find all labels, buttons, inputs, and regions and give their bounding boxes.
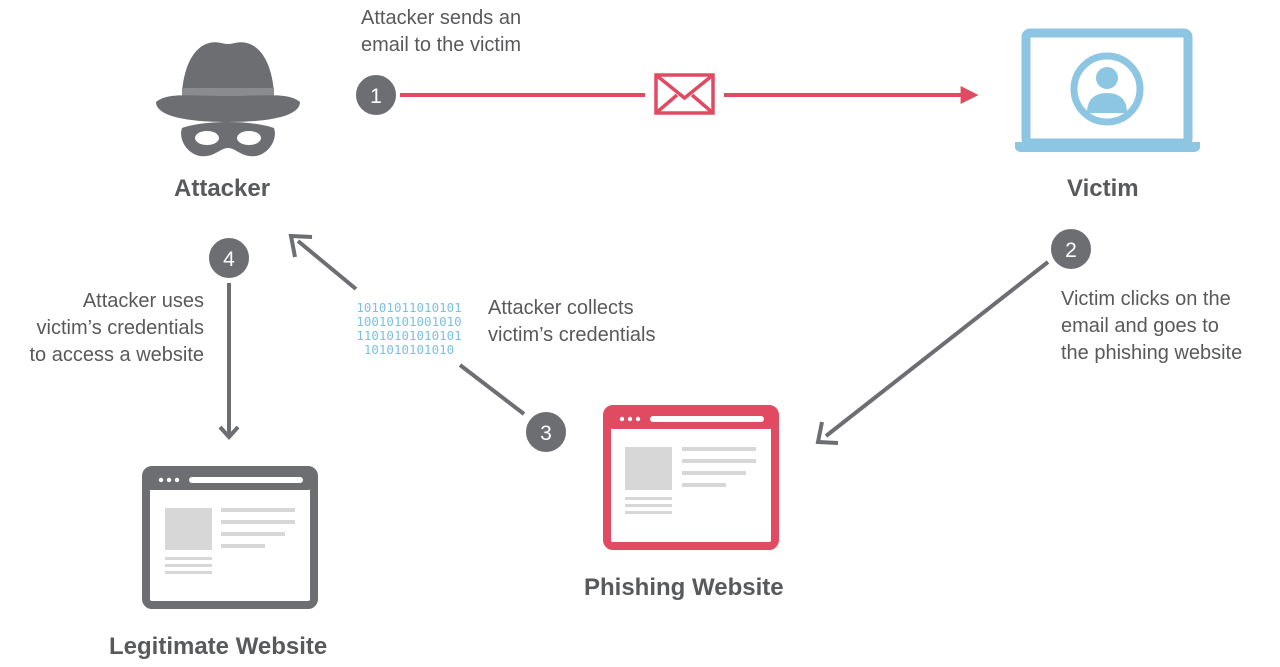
- phishing-website-title: Phishing Website: [584, 574, 784, 601]
- phishing-browser-icon: [603, 405, 779, 550]
- step-1-line: Attacker sends an: [361, 7, 522, 29]
- step-3-line: Attacker collects: [488, 297, 634, 319]
- hat-and-mask-icon: [156, 42, 300, 157]
- step-4-badge: 4: [207, 236, 251, 280]
- arrow-victim-to-phishing-head: [815, 421, 839, 445]
- step-4-line: Attacker uses: [82, 290, 204, 312]
- arrow-attacker-to-legitimate-head: [218, 425, 240, 440]
- step-3-number: 3: [540, 422, 552, 445]
- step-2-description: Victim clicks on the email and goes to t…: [1061, 286, 1242, 367]
- arrow-phishing-to-binary: [458, 363, 526, 416]
- binary-line: 10101011010101: [356, 300, 462, 315]
- step-1-badge: 1: [354, 73, 398, 117]
- step-4-description: Attacker uses victim’s credentials to ac…: [29, 288, 204, 369]
- arrow-binary-to-attacker-head: [288, 233, 313, 258]
- step-3-line: victim’s credentials: [488, 324, 656, 346]
- arrow-victim-to-phishing: [824, 260, 1050, 438]
- step-2-line: the phishing website: [1061, 342, 1243, 364]
- attacker-title: Attacker: [174, 175, 271, 202]
- legitimate-browser-icon: [142, 466, 318, 609]
- step-2-badge: 2: [1049, 227, 1093, 271]
- laptop-user-icon: [1015, 28, 1200, 152]
- arrow-binary-to-attacker: [296, 239, 358, 291]
- step-3-description: Attacker collects victim’s credentials: [488, 295, 655, 349]
- envelope-icon: [654, 73, 715, 115]
- victim-title: Victim: [1067, 175, 1139, 202]
- step-4-line: victim’s credentials: [36, 317, 204, 339]
- step-1-description: Attacker sends an email to the victim: [361, 5, 521, 59]
- legitimate-website-title: Legitimate Website: [109, 633, 328, 660]
- step-1-number: 1: [370, 85, 382, 108]
- binary-line: 101010101010: [363, 342, 455, 357]
- step-2-line: email and goes to: [1061, 315, 1219, 337]
- binary-line: 10010101001010: [356, 314, 462, 329]
- step-3-badge: 3: [524, 410, 568, 454]
- step-1-line: email to the victim: [361, 34, 522, 56]
- step-4-line: to access a website: [29, 344, 204, 366]
- step-2-line: Victim clicks on the: [1061, 288, 1231, 310]
- binary-credentials: 10101011010101 10010101001010 1101010101…: [346, 301, 472, 357]
- binary-line: 11010101010101: [356, 328, 462, 343]
- step-2-number: 2: [1065, 239, 1077, 262]
- step-4-number: 4: [223, 248, 235, 271]
